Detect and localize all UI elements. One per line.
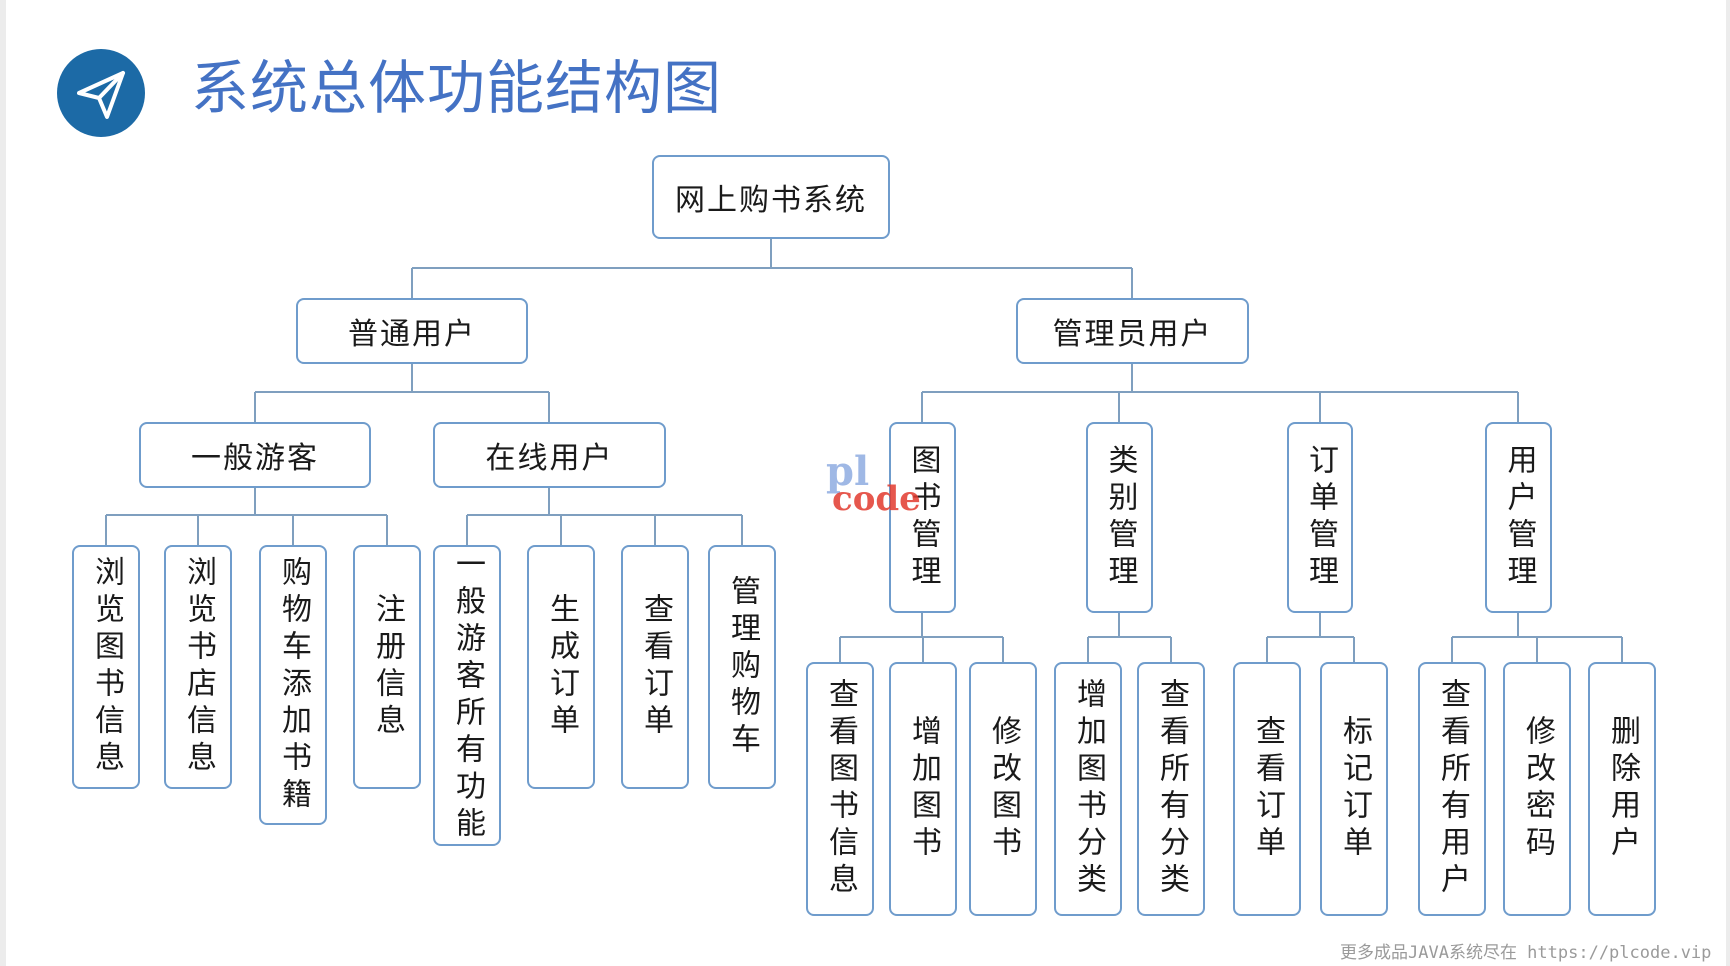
leaf-register-info: 注册信息 xyxy=(353,545,421,789)
leaf-view-all-users: 查看所有用户 xyxy=(1418,662,1486,916)
node-category-management: 类别管理 xyxy=(1086,422,1153,613)
leaf-view-book-info: 查看图书信息 xyxy=(806,662,874,916)
node-admin-user: 管理员用户 xyxy=(1016,298,1249,364)
node-online-user-label: 在线用户 xyxy=(485,441,614,476)
leaf-change-password-label: 修改密码 xyxy=(1520,715,1555,863)
leaf-view-categories: 查看所有分类 xyxy=(1137,662,1205,916)
leaf-delete-user: 删除用户 xyxy=(1588,662,1656,916)
node-guest-label: 一般游客 xyxy=(191,441,319,476)
node-order-management: 订单管理 xyxy=(1287,422,1353,613)
leaf-add-category-label: 增加图书分类 xyxy=(1071,678,1106,900)
leaf-mark-order-label: 标记订单 xyxy=(1337,715,1372,863)
node-user-management: 用户管理 xyxy=(1485,422,1552,613)
leaf-create-order: 生成订单 xyxy=(527,545,595,789)
leaf-view-order-label: 查看订单 xyxy=(638,593,673,741)
leaf-add-to-cart-label: 购物车添加书籍 xyxy=(276,555,311,815)
leaf-edit-book: 修改图书 xyxy=(969,662,1037,916)
leaf-all-guest-functions: 一般游客所有功能 xyxy=(433,545,501,846)
leaf-admin-view-order-label: 查看订单 xyxy=(1250,715,1285,863)
leaf-add-to-cart: 购物车添加书籍 xyxy=(259,545,327,825)
node-category-management-label: 类别管理 xyxy=(1102,443,1138,592)
node-online-user: 在线用户 xyxy=(433,422,666,488)
leaf-view-order: 查看订单 xyxy=(621,545,689,789)
leaf-browse-book-info-label: 浏览图书信息 xyxy=(89,556,124,778)
node-user-management-label: 用户管理 xyxy=(1501,443,1537,592)
node-regular-user: 普通用户 xyxy=(296,298,528,364)
leaf-view-categories-label: 查看所有分类 xyxy=(1154,678,1189,900)
leaf-manage-cart-label: 管理购物车 xyxy=(725,574,760,760)
slide-edge-right xyxy=(1726,0,1730,966)
node-guest: 一般游客 xyxy=(139,422,371,488)
leaf-view-all-users-label: 查看所有用户 xyxy=(1435,678,1470,900)
leaf-all-guest-functions-label: 一般游客所有功能 xyxy=(450,547,485,844)
leaf-edit-book-label: 修改图书 xyxy=(986,715,1021,863)
leaf-create-order-label: 生成订单 xyxy=(544,593,579,741)
node-root-label: 网上购书系统 xyxy=(675,183,867,218)
leaf-add-category: 增加图书分类 xyxy=(1054,662,1122,916)
node-regular-user-label: 普通用户 xyxy=(348,317,476,352)
node-book-management: 图书管理 xyxy=(889,422,956,613)
node-admin-user-label: 管理员用户 xyxy=(1052,317,1213,352)
leaf-manage-cart: 管理购物车 xyxy=(708,545,776,789)
leaf-add-book: 增加图书 xyxy=(889,662,957,916)
leaf-register-info-label: 注册信息 xyxy=(370,593,405,741)
paper-plane-icon xyxy=(57,49,145,137)
leaf-admin-view-order: 查看订单 xyxy=(1233,662,1301,916)
leaf-browse-store-info-label: 浏览书店信息 xyxy=(181,556,216,778)
leaf-browse-book-info: 浏览图书信息 xyxy=(72,545,140,789)
slide-edge-left xyxy=(0,0,6,966)
footer-note: 更多成品JAVA系统尽在 https://plcode.vip xyxy=(1340,943,1712,963)
leaf-view-book-info-label: 查看图书信息 xyxy=(823,678,858,900)
leaf-delete-user-label: 删除用户 xyxy=(1605,715,1640,863)
leaf-browse-store-info: 浏览书店信息 xyxy=(164,545,232,789)
node-order-management-label: 订单管理 xyxy=(1303,443,1338,592)
leaf-change-password: 修改密码 xyxy=(1503,662,1571,916)
leaf-add-book-label: 增加图书 xyxy=(906,715,941,863)
page-title: 系统总体功能结构图 xyxy=(191,54,723,122)
leaf-mark-order: 标记订单 xyxy=(1320,662,1388,916)
node-root: 网上购书系统 xyxy=(652,155,890,239)
node-book-management-label: 图书管理 xyxy=(905,443,941,592)
